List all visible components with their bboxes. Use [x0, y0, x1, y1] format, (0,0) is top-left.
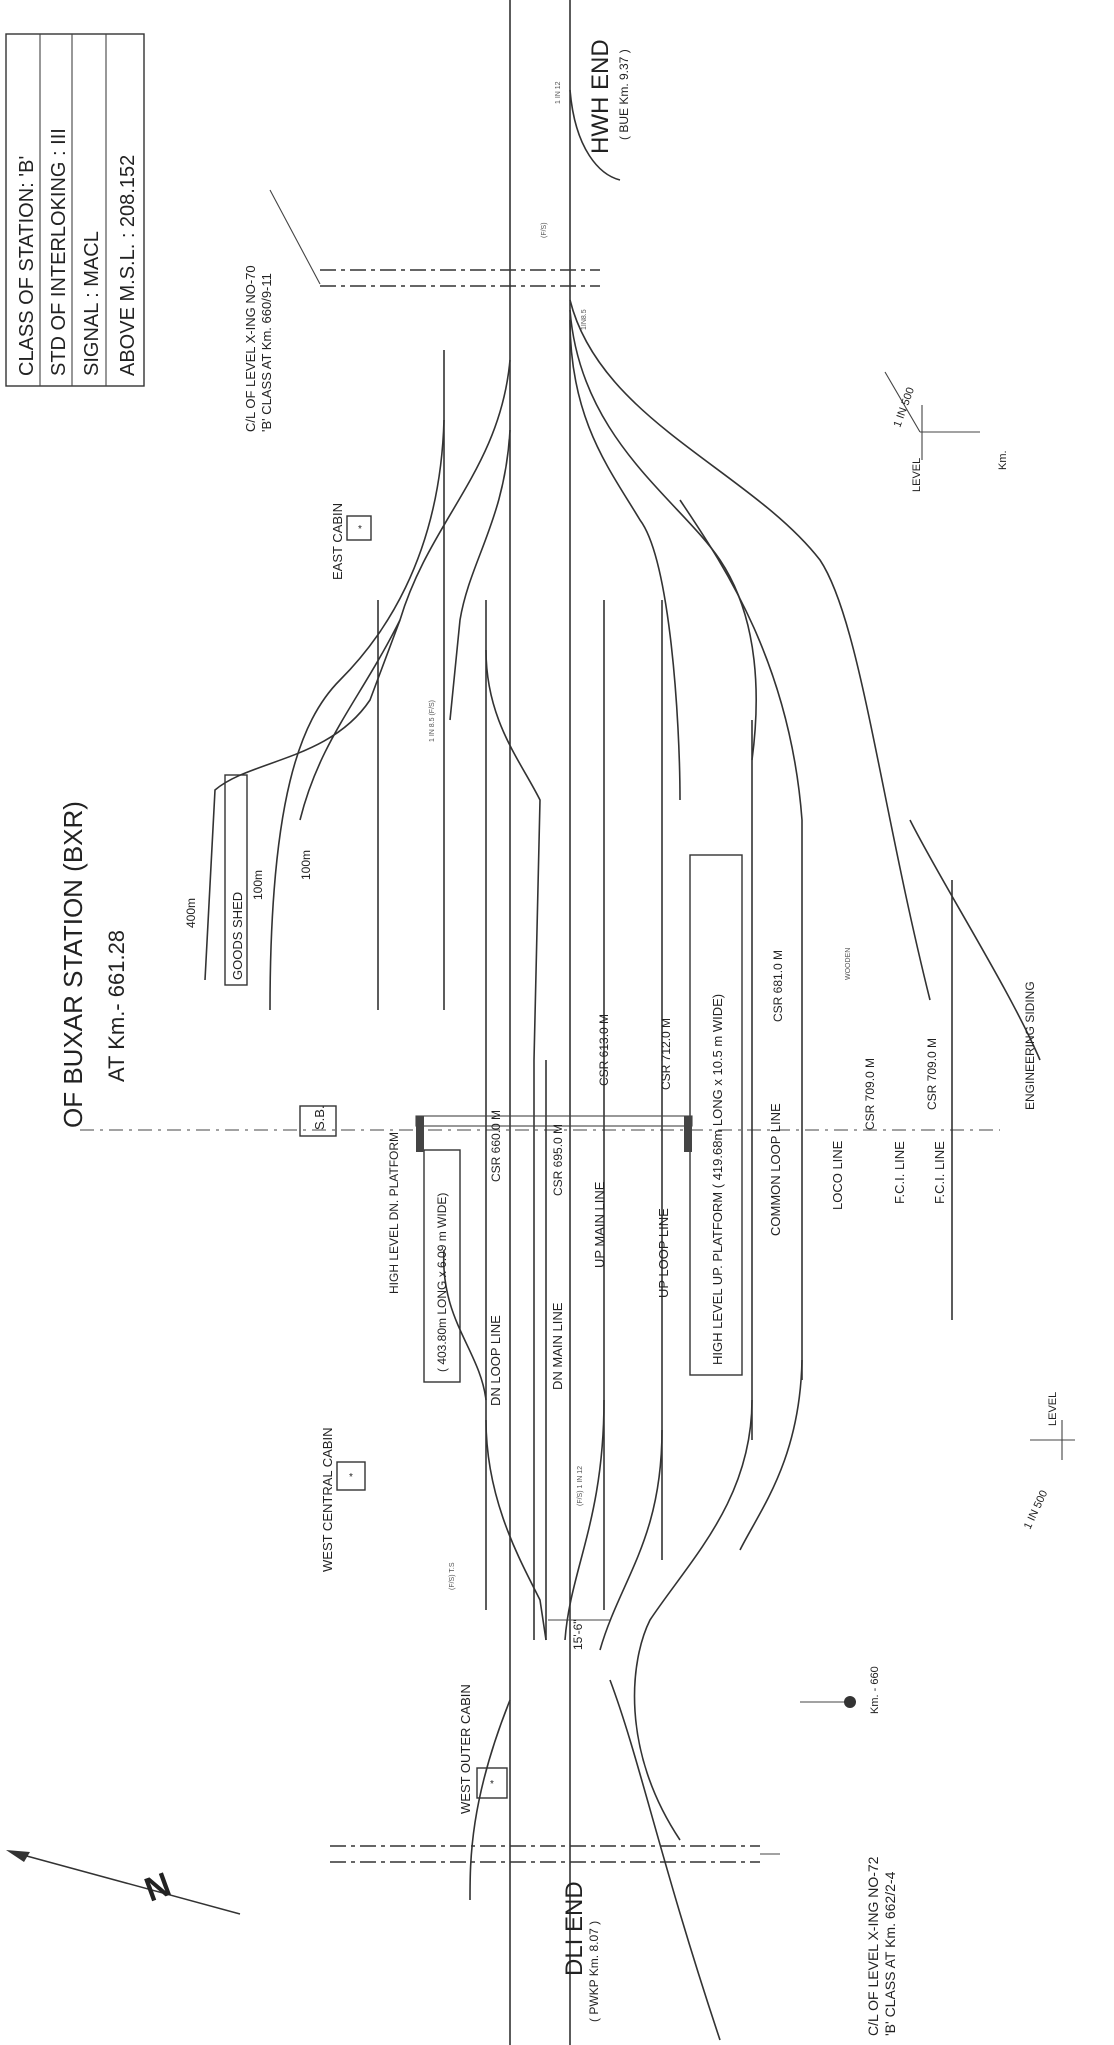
curved-connections — [204, 89, 1041, 2041]
msl-height: ABOVE M.S.L. : 208.152 — [117, 155, 139, 376]
point-label: (F/S) — [541, 222, 548, 238]
station-centreline: OF BUXAR STATION (BXR) AT Km.- 661.28 — [58, 801, 1000, 1131]
north-arrow: N — [6, 1850, 241, 1915]
north-arrow-icon — [6, 1850, 30, 1862]
dn-main-label: DN MAIN LINE — [550, 1302, 565, 1390]
bottom-gradient-ratio: 1 IN 500 — [1022, 1488, 1050, 1531]
end-labels: HWH END ( BUE Km. 9.37 ) DLI END ( PWKP … — [561, 39, 631, 2022]
fci-line-label-2: F.C.I. LINE — [932, 1141, 947, 1204]
point-label: 1 IN 12 — [555, 81, 562, 104]
goods-shed-box — [224, 774, 248, 986]
signal-type: SIGNAL : MACL — [81, 231, 103, 376]
sb-label: S.B. — [312, 1105, 327, 1130]
up-platform-title: HIGH LEVEL UP. PLATFORM ( 419.68m LONG x… — [710, 994, 725, 1365]
north-label: N — [140, 1865, 176, 1909]
up-loop-csr: CSR 712.0 M — [659, 1018, 673, 1090]
common-loop-csr: CSR 681.0 M — [771, 950, 785, 1022]
cabins: * EAST CABIN * WEST CENTRAL CABIN * WEST… — [299, 503, 508, 1814]
common-loop-label: COMMON LOOP LINE — [768, 1103, 783, 1236]
top-gradient-ratio: 1 IN 500 — [892, 386, 918, 429]
goods-length-400: 400m — [184, 898, 198, 928]
info-box: CLASS OF STATION: 'B' STD OF INTERLOKING… — [5, 33, 145, 387]
loco-line-csr: CSR 709.0 M — [863, 1058, 877, 1130]
lc72-line1: C/L OF LEVEL X-ING NO-72 — [865, 1856, 881, 2036]
track-spacing: 15'-6" — [548, 1619, 610, 1650]
east-cabin-label: EAST CABIN — [330, 503, 345, 580]
km-marker-label: Km. - 660 — [869, 1666, 881, 1714]
up-platform-box — [689, 854, 743, 1376]
up-main-label: UP MAIN LINE — [592, 1181, 607, 1268]
fci-line-label-1: F.C.I. LINE — [892, 1141, 907, 1204]
fci-line-csr: CSR 709.0 M — [925, 1038, 939, 1110]
up-loop-label: UP LOOP LINE — [656, 1208, 671, 1298]
dn-loop-label: DN LOOP LINE — [488, 1315, 503, 1406]
lc70-line1: C/L OF LEVEL X-ING NO-70 — [243, 265, 258, 432]
goods-length-100b: 100m — [299, 850, 313, 880]
loco-line-label: LOCO LINE — [830, 1140, 845, 1210]
platforms: HIGH LEVEL DN. PLATFORM ( 403.80m LONG x… — [387, 854, 743, 1383]
sb-box — [299, 1105, 337, 1137]
lc72-line2: 'B' CLASS AT Km. 662/2-4 — [882, 1871, 898, 2036]
dli-end-km: ( PWKP Km. 8.07 ) — [587, 1921, 601, 2022]
lc70-line2: 'B' CLASS AT Km. 660/9-11 — [259, 273, 274, 432]
hwh-end-label: HWH END — [587, 39, 614, 154]
point-label: 1IN8.5 — [581, 309, 588, 330]
station-class: CLASS OF STATION: 'B' — [16, 156, 38, 376]
goods-shed: GOODS SHED 400m 100m 100m — [184, 774, 313, 986]
dli-end-label: DLI END — [561, 1881, 588, 1976]
bottom-gradient-level: LEVEL — [1047, 1392, 1059, 1426]
dn-main-csr: CSR 695.0 M — [551, 1124, 565, 1196]
goods-shed-label: GOODS SHED — [230, 892, 245, 980]
west-outer-cabin-symbol: * — [490, 1779, 494, 1790]
level-crossings: C/L OF LEVEL X-ING NO-70 'B' CLASS AT Km… — [243, 189, 898, 2036]
west-central-cabin-label: WEST CENTRAL CABIN — [320, 1428, 335, 1572]
engineering-siding-label: ENGINEERING SIDING — [1023, 981, 1037, 1110]
point-label: WOODEN — [845, 948, 852, 980]
point-label: 1 IN 8.5 (F/S) — [429, 700, 436, 742]
top-gradient-level: LEVEL — [911, 458, 923, 492]
track-spacing-label: 15'-6" — [571, 1619, 585, 1650]
up-main-csr: CSR 613.0 M — [597, 1014, 611, 1086]
hwh-end-km: ( BUE Km. 9.37 ) — [617, 49, 631, 140]
west-outer-cabin-box — [476, 1767, 508, 1799]
dn-platform-dims: ( 403.80m LONG x 6.09 m WIDE) — [435, 1193, 449, 1372]
point-annotations: 1 IN 12 (F/S) 1IN8.5 (F/S) 1 IN 12 (F/S)… — [429, 81, 852, 1590]
dn-platform-box — [423, 1149, 461, 1383]
goods-length-100a: 100m — [251, 870, 265, 900]
gradient-top: LEVEL 1 IN 500 Km. — [884, 371, 1009, 492]
point-label: (F/S) T.S — [449, 1562, 456, 1590]
interlocking-standard: STD OF INTERLOKING : III — [48, 128, 70, 376]
dn-loop-csr: CSR 660.0 M — [489, 1110, 503, 1182]
line-labels: DN LOOP LINE CSR 660.0 M DN MAIN LINE CS… — [488, 950, 1037, 1406]
info-box-frame — [5, 33, 145, 387]
station-title: OF BUXAR STATION (BXR) — [58, 801, 88, 1128]
dn-platform-title: HIGH LEVEL DN. PLATFORM — [387, 1132, 401, 1294]
west-central-cabin-box — [336, 1461, 366, 1491]
station-km: AT Km.- 661.28 — [104, 930, 129, 1082]
top-gradient-km: Km. — [997, 450, 1009, 470]
west-central-cabin-symbol: * — [349, 1472, 353, 1483]
km-marker: Km. - 660 — [800, 1666, 881, 1714]
west-outer-cabin-label: WEST OUTER CABIN — [458, 1684, 473, 1814]
east-cabin-box — [346, 515, 372, 541]
east-cabin-symbol: * — [358, 524, 362, 535]
gradient-bottom: LEVEL 1 IN 500 — [1022, 1392, 1075, 1531]
point-label: (F/S) 1 IN 12 — [577, 1466, 584, 1506]
